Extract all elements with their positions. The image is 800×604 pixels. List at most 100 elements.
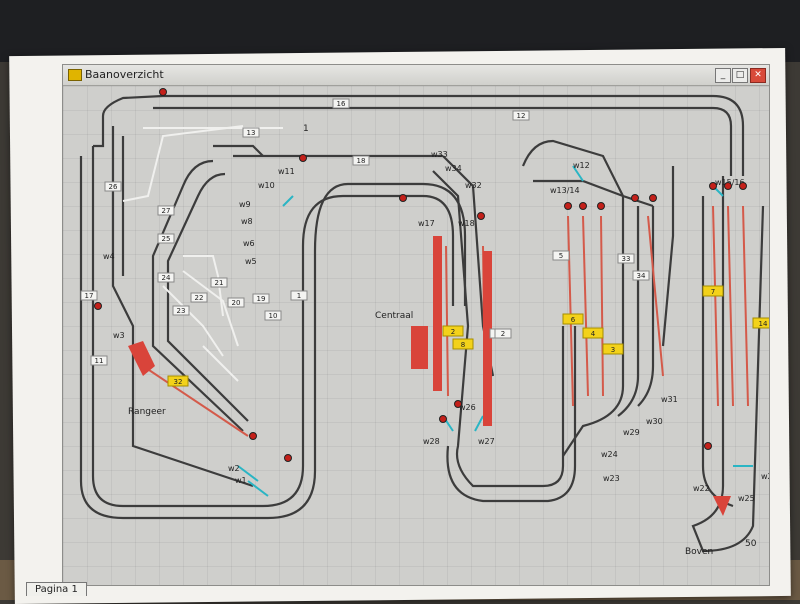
switch-label[interactable]: w22 xyxy=(693,484,710,493)
block-label[interactable]: 24 xyxy=(157,272,175,283)
signal-icon[interactable] xyxy=(94,302,102,310)
signal-icon[interactable] xyxy=(249,432,257,440)
switch-label[interactable]: w26 xyxy=(459,403,476,412)
switch-label[interactable]: w23 xyxy=(603,474,620,483)
block-label[interactable]: 13 xyxy=(242,127,260,138)
switch-label[interactable]: w20/19 xyxy=(761,472,769,481)
switch-label[interactable]: w30 xyxy=(646,417,663,426)
platform-left xyxy=(433,236,442,391)
occupied-block[interactable]: 6 xyxy=(562,313,584,325)
switch-label[interactable]: w25 xyxy=(738,494,755,503)
signal-icon[interactable] xyxy=(739,182,747,190)
occupied-block-text: 7 xyxy=(711,288,715,296)
block-label[interactable]: 10 xyxy=(264,310,282,321)
switch-label[interactable]: w3 xyxy=(113,331,125,340)
switch-label[interactable]: w13/14 xyxy=(550,186,580,195)
block-label[interactable]: 33 xyxy=(617,253,635,264)
block-label[interactable]: 26 xyxy=(104,181,122,192)
block-label[interactable]: 34 xyxy=(632,270,650,281)
switch-label[interactable]: w17 xyxy=(418,219,435,228)
close-button[interactable]: ✕ xyxy=(750,68,766,83)
switch-label[interactable]: w24 xyxy=(601,450,618,459)
switch-label[interactable]: w18 xyxy=(458,219,475,228)
occupied-block[interactable]: 32 xyxy=(167,375,189,387)
app-icon xyxy=(68,69,82,81)
switch-label[interactable]: w4 xyxy=(103,252,115,261)
block-label[interactable]: 21 xyxy=(210,277,228,288)
label-centraal: Centraal xyxy=(375,311,413,321)
block-label[interactable]: 5 xyxy=(552,250,570,261)
switch-label[interactable]: w9 xyxy=(239,200,251,209)
switch-label[interactable]: w33 xyxy=(431,150,448,159)
block-label[interactable]: 20 xyxy=(227,297,245,308)
block-label[interactable]: 16 xyxy=(332,98,350,109)
block-label[interactable]: 22 xyxy=(190,292,208,303)
switch-label[interactable]: w6 xyxy=(243,239,255,248)
occupied-block[interactable]: 3 xyxy=(602,343,624,355)
switch-label[interactable]: w34 xyxy=(445,164,462,173)
switch-label[interactable]: w10 xyxy=(258,181,275,190)
occupied-block-text: 4 xyxy=(591,330,596,338)
window-title: Baanoverzicht xyxy=(85,68,164,81)
block-label-text: 34 xyxy=(637,272,646,280)
switch-label[interactable]: w29 xyxy=(623,428,640,437)
label-boven: Boven xyxy=(685,547,713,557)
occupied-block-box xyxy=(582,327,604,339)
switch-label[interactable]: w2 xyxy=(228,464,240,473)
switch-label[interactable]: w11 xyxy=(278,167,295,176)
signal-icon[interactable] xyxy=(159,88,167,96)
block-label[interactable]: 11 xyxy=(90,355,108,366)
block-label[interactable]: 12 xyxy=(512,110,530,121)
occupied-block[interactable]: 4 xyxy=(582,327,604,339)
signal-icon[interactable] xyxy=(564,202,572,210)
block-label[interactable]: 18 xyxy=(352,155,370,166)
switch-label[interactable]: w32 xyxy=(465,181,482,190)
occupied-block[interactable]: 2 xyxy=(442,325,464,337)
signal-icon[interactable] xyxy=(579,202,587,210)
block-label[interactable]: 25 xyxy=(157,233,175,244)
signal-icon[interactable] xyxy=(284,454,292,462)
block-label[interactable]: 27 xyxy=(157,205,175,216)
signal-icon[interactable] xyxy=(299,154,307,162)
block-label-text: 13 xyxy=(247,129,256,137)
block-label-box xyxy=(210,277,228,288)
page-tabs: Pagina 1 xyxy=(22,578,162,600)
block-label[interactable]: 19 xyxy=(252,293,270,304)
occupied-block[interactable]: 14 xyxy=(752,317,769,329)
occupied-block-text: 2 xyxy=(451,328,455,336)
signal-icon[interactable] xyxy=(709,182,717,190)
signal-icon[interactable] xyxy=(724,182,732,190)
block-label[interactable]: 17 xyxy=(80,290,98,301)
switch-label[interactable]: w12 xyxy=(573,161,590,170)
switch-label[interactable]: w31 xyxy=(661,395,678,404)
block-label-box xyxy=(157,205,175,216)
switch-label[interactable]: w5 xyxy=(245,257,257,266)
occupied-block-box xyxy=(452,338,474,350)
tab-pagina-1[interactable]: Pagina 1 xyxy=(26,582,87,596)
text-labels: Rangeer Centraal Boven 1 50 xyxy=(128,124,757,557)
signal-icon[interactable] xyxy=(704,442,712,450)
signal-icon[interactable] xyxy=(439,415,447,423)
signal-icon[interactable] xyxy=(597,202,605,210)
occupied-block[interactable]: 8 xyxy=(452,338,474,350)
block-label[interactable]: 1 xyxy=(290,290,308,301)
platform-block xyxy=(411,326,428,369)
occupied-block-text: 8 xyxy=(461,341,465,349)
occupied-block[interactable]: 7 xyxy=(702,285,724,297)
switch-label[interactable]: w8 xyxy=(241,217,253,226)
block-label[interactable]: 2 xyxy=(494,328,512,339)
signal-icon[interactable] xyxy=(649,194,657,202)
switch-label[interactable]: w1 xyxy=(235,476,247,485)
block-label[interactable]: 23 xyxy=(172,305,190,316)
switch-label[interactable]: w28 xyxy=(423,437,440,446)
switch-tracks xyxy=(237,165,753,497)
signal-icon[interactable] xyxy=(477,212,485,220)
signal-icon[interactable] xyxy=(631,194,639,202)
maximize-button[interactable]: □ xyxy=(732,68,748,83)
white-spurs xyxy=(122,125,283,382)
minimize-button[interactable]: _ xyxy=(715,68,731,83)
signal-icon[interactable] xyxy=(454,400,462,408)
signal-icon[interactable] xyxy=(399,194,407,202)
switch-label[interactable]: w27 xyxy=(478,437,495,446)
